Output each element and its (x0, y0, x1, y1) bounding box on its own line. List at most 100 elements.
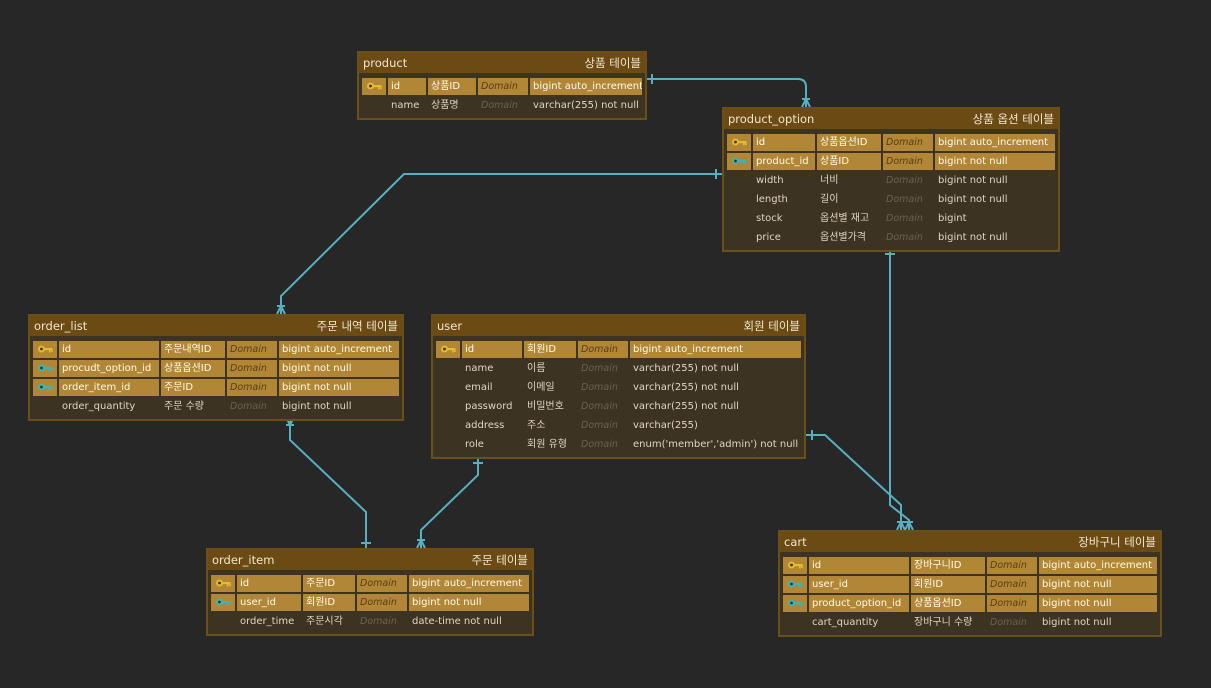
column-name: email (465, 381, 493, 393)
column-label: 길이 (820, 193, 839, 205)
column-name: procudt_option_id (59, 359, 159, 377)
column-name: name (465, 362, 494, 374)
column-domain: Domain (883, 152, 933, 170)
key-slot (436, 379, 460, 396)
table-header[interactable]: product_option 상품 옵션 테이블 (724, 109, 1058, 129)
column-type: bigint not null (938, 231, 1008, 243)
column-type: varchar(255) not null (633, 400, 739, 412)
column-label: 상품명 (431, 99, 459, 111)
column-domain: Domain (990, 616, 1027, 628)
primary-key-icon (362, 77, 386, 95)
column-type: bigint auto_increment (279, 340, 399, 358)
column-name: order_item_id (59, 378, 159, 396)
column-label: 회원ID (303, 593, 355, 611)
column-name: id (59, 340, 159, 358)
key-slot (436, 398, 460, 415)
column-domain: Domain (478, 77, 528, 95)
table-comment: 상품 옵션 테이블 (972, 112, 1054, 126)
key-slot (727, 210, 751, 227)
column-type: bigint not null (279, 378, 399, 396)
key-slot (783, 614, 807, 631)
column-type: bigint not null (279, 359, 399, 377)
many-marker (896, 519, 906, 531)
column-domain: Domain (987, 594, 1037, 612)
table-name: product_option (728, 112, 815, 126)
column-label: 옵션별 재고 (820, 212, 870, 224)
column-type: bigint auto_increment (409, 574, 529, 592)
table-name: user (437, 319, 463, 333)
column-name: stock (756, 212, 783, 224)
column-name: password (465, 400, 513, 412)
column-type: enum('member','admin') not null (633, 438, 799, 450)
column-type: bigint not null (1039, 594, 1157, 612)
column-label: 상품ID (428, 77, 476, 95)
column-label: 상품옵션ID (911, 594, 985, 612)
column-name: product_id (753, 152, 815, 170)
column-domain: Domain (886, 193, 923, 205)
rel-product-product-option (647, 78, 807, 107)
column-name: name (391, 99, 420, 111)
table-name: cart (784, 535, 807, 549)
table-name: product (363, 56, 408, 70)
column-label: 회원ID (911, 575, 985, 593)
column-label: 상품옵션ID (161, 359, 225, 377)
key-slot (727, 172, 751, 189)
column-type: bigint (938, 212, 967, 224)
table-comment: 주문 테이블 (471, 553, 528, 567)
column-label: 주소 (527, 419, 546, 431)
column-label: 옵션별가격 (820, 231, 866, 243)
key-slot (436, 360, 460, 377)
column-label: 주문 수량 (164, 400, 204, 412)
column-domain: Domain (886, 212, 923, 224)
column-domain: Domain (481, 99, 518, 111)
column-type: date-time not null (412, 615, 502, 627)
column-domain: Domain (581, 419, 618, 431)
column-type: bigint not null (409, 593, 529, 611)
column-row[interactable]: stock 옵션별 재고 Domain bigint (727, 209, 1055, 228)
column-label: 주문ID (161, 378, 225, 396)
column-name: role (465, 438, 484, 450)
key-slot (211, 613, 235, 630)
column-type: bigint not null (1042, 616, 1112, 628)
column-domain: Domain (886, 231, 923, 243)
column-label: 이름 (527, 362, 546, 374)
column-label: 상품ID (817, 152, 881, 170)
column-name: order_quantity (62, 400, 136, 412)
